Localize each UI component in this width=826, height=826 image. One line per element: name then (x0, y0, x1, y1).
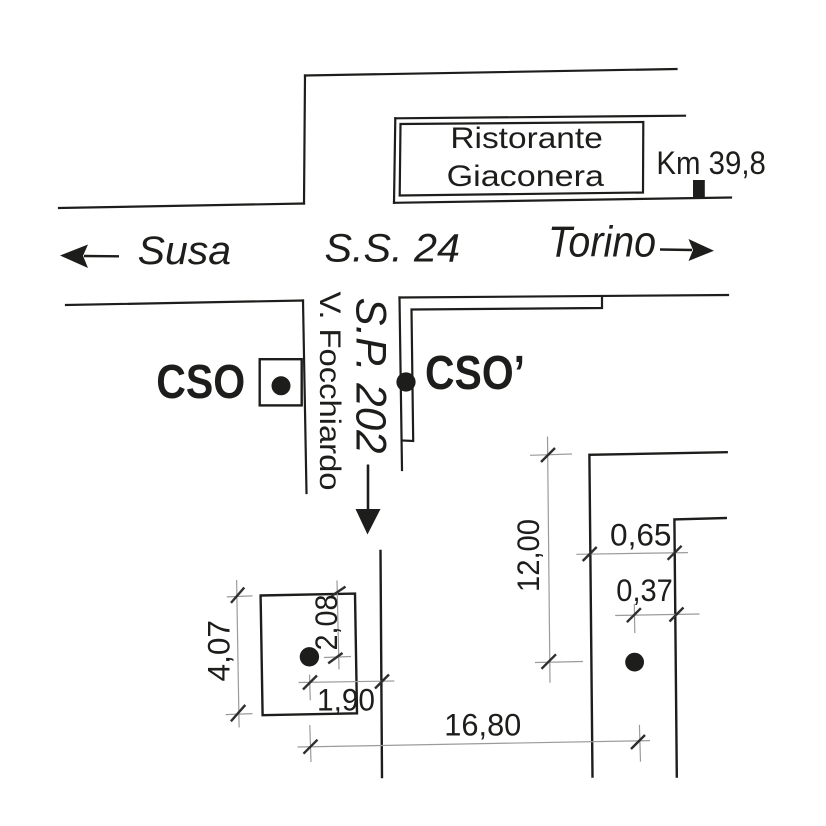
svg-text:0,37: 0,37 (616, 572, 673, 608)
svg-text:Torino: Torino (548, 217, 656, 266)
svg-text:Susa: Susa (138, 229, 232, 273)
svg-text:Ristorante: Ristorante (450, 122, 602, 155)
svg-text:12,00: 12,00 (510, 519, 546, 592)
svg-text:Giaconera: Giaconera (447, 160, 605, 193)
svg-text:S.P. 202: S.P. 202 (347, 298, 395, 454)
svg-text:4,07: 4,07 (201, 620, 237, 682)
svg-text:2,08: 2,08 (308, 595, 344, 651)
svg-text:1,90: 1,90 (317, 682, 375, 718)
svg-text:V. Focchiardo: V. Focchiardo (313, 292, 346, 491)
svg-text:S.S. 24: S.S. 24 (325, 226, 461, 270)
svg-text:CSO’: CSO’ (425, 347, 525, 400)
svg-text:CSO: CSO (156, 356, 245, 409)
svg-text:16,80: 16,80 (444, 707, 521, 743)
svg-text:Km 39,8: Km 39,8 (656, 145, 766, 181)
svg-text:0,65: 0,65 (610, 517, 672, 553)
